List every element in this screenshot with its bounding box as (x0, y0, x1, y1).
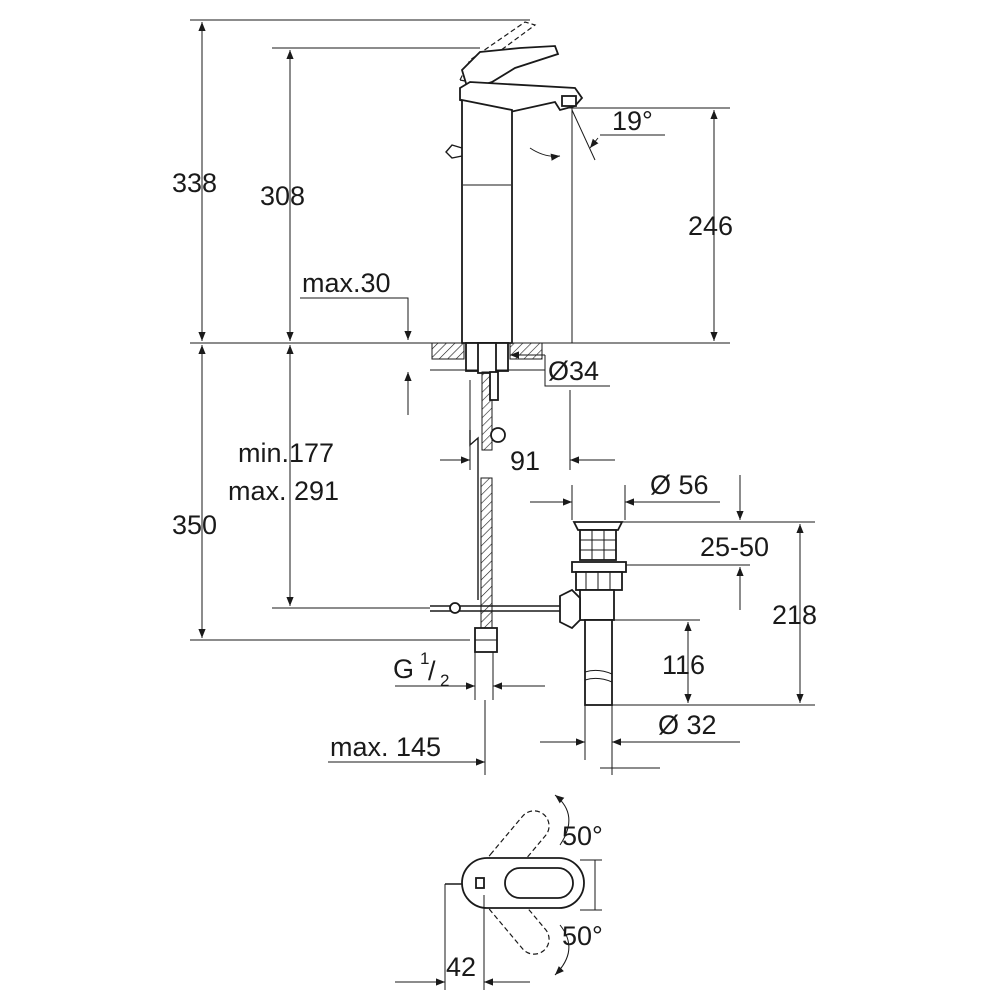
label-116: 116 (662, 650, 705, 680)
dimension-lines (198, 22, 804, 769)
faucet-top-view (395, 794, 602, 990)
label-max30: max.30 (302, 268, 391, 298)
extension-lines (190, 19, 815, 775)
label-angle-19: 19° (612, 106, 653, 136)
label-308: 308 (260, 181, 305, 211)
label-25-50: 25-50 (700, 532, 769, 562)
label-338: 338 (172, 168, 217, 198)
dimension-labels: 338 308 max.30 19° 246 Ø34 min.177 max. … (172, 106, 817, 982)
label-angle-50-top: 50° (562, 821, 603, 851)
label-218: 218 (772, 600, 817, 630)
waste-assembly (430, 521, 627, 706)
label-91: 91 (510, 446, 540, 476)
label-246: 246 (688, 211, 733, 241)
label-42: 42 (446, 952, 476, 982)
faucet-side-view (445, 21, 665, 344)
countertop-section (430, 342, 545, 653)
label-min177: min.177 (238, 438, 334, 468)
label-g-numerator: 1 (420, 649, 429, 668)
label-dia56: Ø 56 (650, 470, 709, 500)
label-g-denominator: 2 (440, 671, 449, 690)
label-angle-50-bottom: 50° (562, 921, 603, 951)
label-g-slash: / (428, 656, 436, 686)
label-g-thread: G (393, 654, 414, 684)
label-max145: max. 145 (330, 732, 441, 762)
label-dia34: Ø34 (548, 356, 599, 386)
label-dia32: Ø 32 (658, 710, 717, 740)
label-max291: max. 291 (228, 476, 339, 506)
label-350: 350 (172, 510, 217, 540)
